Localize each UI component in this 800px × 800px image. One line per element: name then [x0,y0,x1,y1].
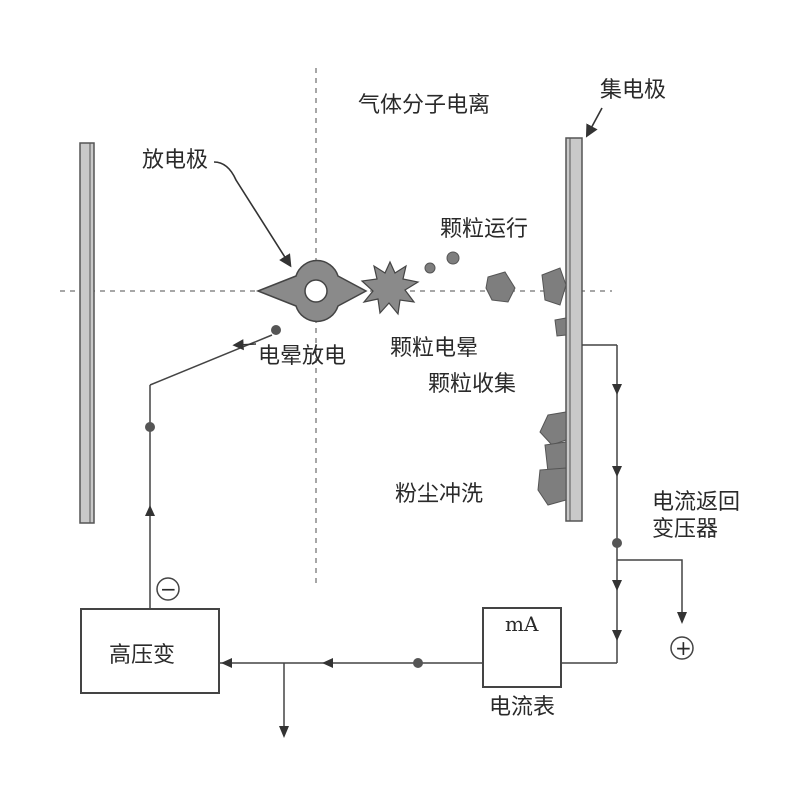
return-arrow-1 [612,384,622,395]
high-voltage-transformer-label: 高压变 [109,643,176,668]
discharge-electrode-pointer [213,161,292,268]
particles-in-flight [424,251,516,303]
positive-terminal [670,636,694,660]
feed-node [145,422,155,432]
particle-travel-label: 颗粒运行 [440,217,529,242]
corona-discharge-label: 电晕放电 [258,344,347,369]
dust-rinse-label: 粉尘冲洗 [395,482,484,507]
corona-feed-wire [149,334,273,386]
collector-pointer [585,107,603,138]
particle-corona-label: 颗粒电晕 [390,336,479,361]
ammeter-unit-label: mA [505,612,539,636]
high-voltage-transformer-box: 高压变 [80,608,220,694]
particle-collection-label: 颗粒收集 [428,372,517,397]
corona-burst [360,260,420,316]
return-arrow-2 [612,466,622,477]
bottom-arrow-1 [221,658,232,668]
ammeter-box: mA [482,607,562,688]
collector-electrode-label: 集电极 [600,78,667,103]
return-arrow-3 [612,580,622,591]
current-return-label-line2: 变压器 [652,517,719,542]
ammeter-label: 电流表 [489,695,556,720]
return-node [612,538,622,548]
gas-ionization-label: 气体分子电离 [358,93,491,118]
corona-node [271,325,281,335]
positive-branch-arrow [677,612,687,624]
bottom-arrow-2 [322,658,333,668]
discharge-electrode-label: 放电极 [142,148,209,173]
current-return-label-line1: 电流返回 [652,490,741,515]
collector-plate [565,137,583,522]
bottom-node [413,658,423,668]
positive-branch-wire [617,559,683,622]
feed-arrow [145,505,155,516]
positive-terminal-sign: + [675,636,692,660]
corona-label-arrow [232,339,257,351]
ground-arrow [279,726,289,738]
discharge-electrode-core [304,279,328,303]
return-arrow-4 [612,630,622,641]
negative-terminal-sign: − [160,577,177,601]
left-plate [79,142,95,524]
negative-terminal [156,577,180,601]
collected-dust [537,267,567,506]
